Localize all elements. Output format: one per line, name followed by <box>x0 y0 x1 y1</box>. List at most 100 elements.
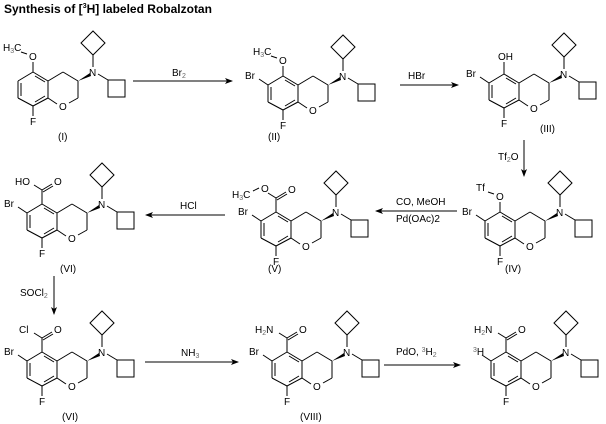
bond <box>278 332 288 339</box>
nitrogen-label: N <box>89 68 96 79</box>
bond <box>258 78 269 86</box>
bond <box>68 97 79 104</box>
bond <box>318 101 329 108</box>
fluorine-label: F <box>280 121 286 132</box>
wedge-bond <box>551 353 564 361</box>
bond <box>47 97 58 105</box>
bond <box>26 229 43 239</box>
carbonyl-oxygen-label: O <box>288 185 296 196</box>
bond <box>490 351 507 362</box>
bond <box>503 73 520 84</box>
bond <box>20 51 28 55</box>
arrow-step-2: HBr <box>400 71 459 88</box>
bond <box>271 377 288 387</box>
bond <box>488 73 505 84</box>
amino-label: H2N <box>255 325 273 337</box>
bond <box>71 351 88 362</box>
nitrogen-label: N <box>339 72 346 83</box>
bond <box>282 75 299 86</box>
bromine-label: Br <box>462 207 473 218</box>
molecules: ONFOH3C(I)ONFBrOH3C(II)ONFBrOH(III)ONFBr… <box>3 30 599 423</box>
bond <box>535 351 552 362</box>
bond <box>505 77 517 85</box>
bond <box>506 333 518 341</box>
bond <box>43 375 55 383</box>
bond <box>301 351 318 362</box>
bond <box>305 211 322 222</box>
cyclobutyl-ring <box>574 219 593 238</box>
fluorine-label: F <box>497 257 503 268</box>
cyclobutyl-ring <box>361 359 380 378</box>
bond <box>288 355 300 363</box>
ring-oxygen-label: O <box>68 234 76 245</box>
bond <box>507 355 519 363</box>
cyclobutyl-ring <box>350 219 369 238</box>
arrow-step-4: CO, MeOH Pd(OAc)2 <box>375 197 457 225</box>
compound-label-IV: (IV) <box>505 264 521 275</box>
bond <box>568 75 580 83</box>
bond <box>275 211 292 222</box>
bond <box>288 375 300 383</box>
bond <box>499 211 516 222</box>
reagent-socl2: SOCl2 <box>20 288 48 300</box>
triflyl-label: Tf <box>476 183 485 194</box>
bond <box>514 211 531 222</box>
bond <box>41 229 58 239</box>
wedge-bond <box>332 353 345 361</box>
wedge-bond <box>87 353 100 361</box>
bond <box>275 237 292 247</box>
bond <box>17 354 28 362</box>
bond <box>351 353 363 361</box>
reagent-tf2o: Tf2O <box>498 152 519 164</box>
fluorine-label: F <box>30 117 36 128</box>
carbonyl-oxygen-label: O <box>518 325 526 336</box>
methoxy-oxygen-label: O <box>29 52 37 63</box>
bond <box>42 333 54 341</box>
wedge-bond <box>87 205 100 213</box>
bond <box>32 97 49 107</box>
bond <box>62 71 79 82</box>
compound-label-VI: (VI) <box>60 264 76 275</box>
arrow-step-8: PdO, 3H2 <box>384 347 461 368</box>
bond <box>34 95 46 103</box>
bond <box>290 211 307 222</box>
methyl-label: H3C <box>3 43 21 55</box>
bond <box>33 184 43 191</box>
bond <box>535 237 546 244</box>
bond <box>286 331 298 339</box>
bond <box>497 332 507 339</box>
bond <box>56 203 73 214</box>
fluorine-label: F <box>501 119 507 130</box>
bond <box>340 213 352 221</box>
cyclobutyl-ring <box>107 79 126 98</box>
wedge-bond <box>78 73 91 81</box>
bond <box>277 235 289 243</box>
bond <box>501 235 513 243</box>
nitrogen-label: N <box>556 208 563 219</box>
wedge-bond <box>549 75 562 83</box>
bond <box>26 351 43 362</box>
bond <box>505 331 517 339</box>
bond <box>479 76 490 84</box>
tritium-label: 3H <box>473 347 484 358</box>
bond <box>43 227 55 235</box>
bond <box>56 351 73 362</box>
reagent-hbr: HBr <box>408 71 426 82</box>
bond <box>564 213 576 221</box>
nitrogen-label: N <box>343 348 350 359</box>
arrow-step-1: Br2 <box>133 68 233 84</box>
methoxy-oxygen-label: O <box>279 56 287 67</box>
ester-oxygen-label: O <box>261 184 269 195</box>
bond <box>282 101 299 111</box>
title-superscript: 3 <box>82 3 87 10</box>
bond <box>505 377 522 387</box>
title-text-end: H] labeled Robalzotan <box>86 2 212 16</box>
bond <box>297 75 314 86</box>
bond <box>539 99 550 106</box>
cyclobutyl-ring <box>547 170 573 196</box>
bromine-label: Br <box>4 199 15 210</box>
fluorine-label: F <box>39 249 45 260</box>
ring-oxygen-label: O <box>530 104 538 115</box>
